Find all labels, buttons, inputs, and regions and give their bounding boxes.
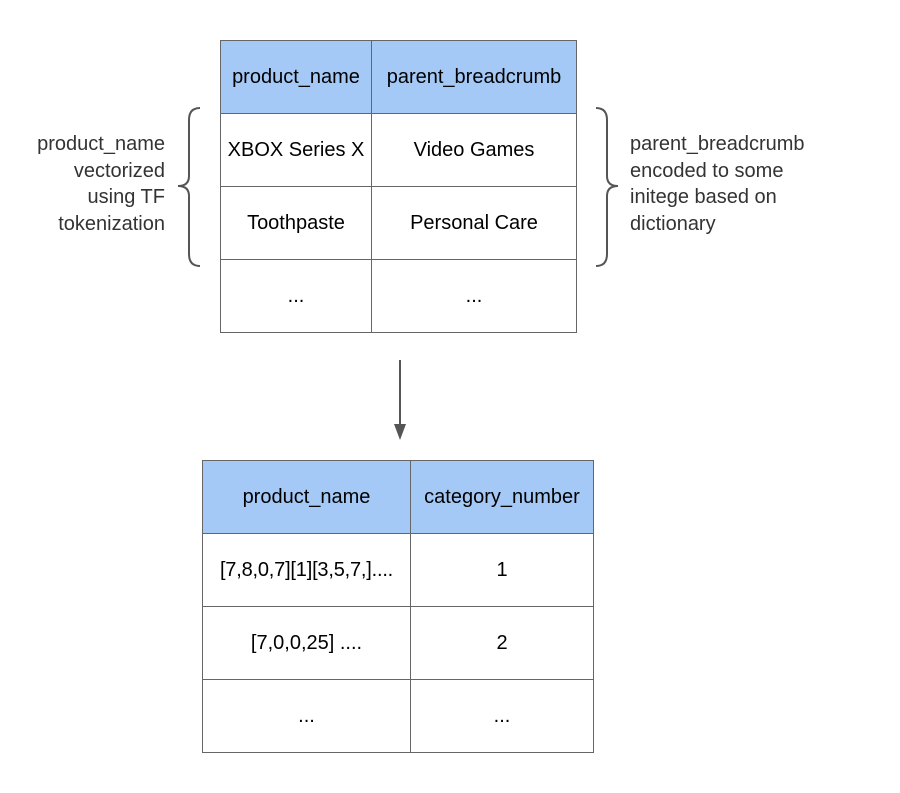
table-header-row: product_name category_number — [202, 460, 594, 534]
product-name-vectorization-note: product_name vectorized using TF tokeniz… — [37, 133, 165, 235]
cell-parent-breadcrumb: ... — [371, 259, 577, 333]
table-row: ... ... — [220, 259, 577, 333]
cell-category-number: ... — [410, 679, 594, 753]
down-arrow-head — [394, 424, 406, 440]
left-curly-brace — [177, 107, 201, 267]
header-product-name: product_name — [202, 460, 411, 534]
cell-category-number: 1 — [410, 533, 594, 607]
parent-breadcrumb-encoding-note: parent_breadcrumb encoded to some initeg… — [630, 133, 805, 235]
cell-product-name: XBOX Series X — [220, 113, 372, 187]
table-row: XBOX Series X Video Games — [220, 113, 577, 187]
cell-parent-breadcrumb: Personal Care — [371, 186, 577, 260]
table-row: Toothpaste Personal Care — [220, 186, 577, 260]
cell-parent-breadcrumb: Video Games — [371, 113, 577, 187]
encoded-table: product_name category_number [7,8,0,7][1… — [202, 460, 594, 753]
cell-product-vector: ... — [202, 679, 411, 753]
table-row: ... ... — [202, 679, 594, 753]
header-parent-breadcrumb: parent_breadcrumb — [371, 40, 577, 114]
cell-product-name: ... — [220, 259, 372, 333]
header-product-name: product_name — [220, 40, 372, 114]
cell-category-number: 2 — [410, 606, 594, 680]
table-row: [7,0,0,25] .... 2 — [202, 606, 594, 680]
cell-product-vector: [7,0,0,25] .... — [202, 606, 411, 680]
table-header-row: product_name parent_breadcrumb — [220, 40, 577, 114]
table-row: [7,8,0,7][1][3,5,7,].... 1 — [202, 533, 594, 607]
header-category-number: category_number — [410, 460, 594, 534]
right-curly-brace — [595, 107, 619, 267]
cell-product-vector: [7,8,0,7][1][3,5,7,].... — [202, 533, 411, 607]
source-table: product_name parent_breadcrumb XBOX Seri… — [220, 40, 577, 333]
cell-product-name: Toothpaste — [220, 186, 372, 260]
